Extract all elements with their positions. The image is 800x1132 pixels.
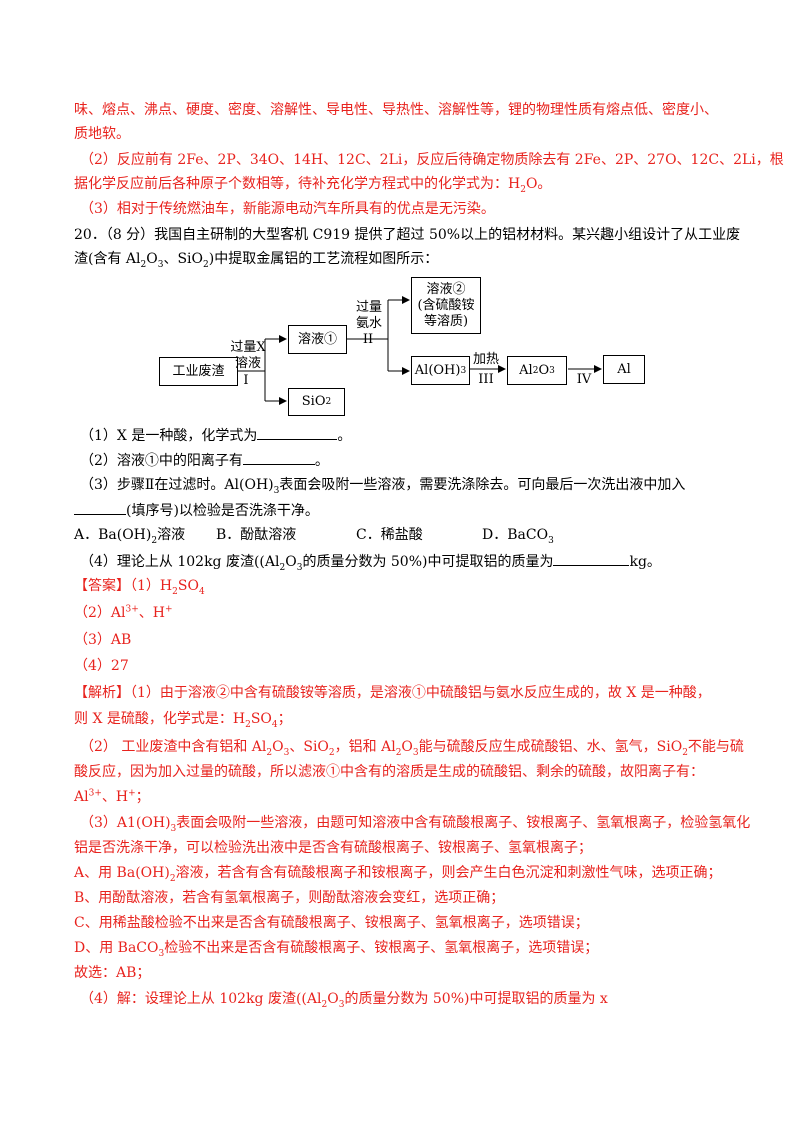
- q19-line1: 味、熔点、沸点、硬度、密度、溶解性、导电性、导热性、溶解性等，锂的物理性质有熔点…: [74, 102, 718, 118]
- analysis-option-b: B、用酚酞溶液，若含有氢氧根离子，则酚酞溶液会变红，选项正确；: [74, 890, 505, 906]
- q19-line2: 质地软。: [74, 126, 130, 142]
- q19-part2-line1: （2）反应前有 2Fe、2P、34O、14H、12C、2Li，反应后待确定物质除…: [80, 152, 784, 168]
- ammonia-label: 氨水: [355, 316, 382, 331]
- q20-question-3-line2: (填序号)以检验是否洗涤干净。: [74, 500, 319, 521]
- aluminium-hydroxide-box: Al(OH)3: [411, 356, 470, 385]
- q20-stem-line2: 渣(含有 Al2O3、SiO2)中提取金属铝的工艺流程如图所示：: [74, 251, 439, 270]
- step-1-label: I: [243, 373, 249, 388]
- q20-question-3-line1: （3）步骤Ⅱ在过滤时。Al(OH)3表面会吸附一些溶液，需要洗涤除去。可向最后一…: [80, 477, 686, 496]
- option-c: C．稀盐酸: [356, 527, 423, 543]
- step-4-label: IV: [576, 372, 592, 387]
- analysis-2-line1: （2） 工业废渣中含有铝和 Al2O3、SiO2，铝和 Al2O3能与硫酸反应生…: [80, 739, 744, 758]
- heat-label: 加热: [472, 352, 499, 367]
- reagent-x-solution-label: 溶液: [234, 356, 261, 371]
- analysis-4-line1: （4）解：设理论上从 102kg 废渣((Al2O3的质量分数为 50%)中可提…: [80, 991, 608, 1010]
- analysis-choose: 故选：AB；: [74, 965, 151, 981]
- step-3-label: III: [478, 372, 494, 387]
- analysis-1-line2: 则 X 是硫酸，化学式是：H2SO4；: [74, 711, 292, 730]
- option-b: B．酚酞溶液: [216, 527, 297, 543]
- analysis-2-line3: Al3+、H+；: [74, 788, 150, 805]
- reagent-x-label: 过量X: [230, 340, 266, 355]
- option-d: D．BaCO3: [482, 527, 554, 546]
- q20-question-4: （4）理论上从 102kg 废渣((Al2O3的质量分数为 50%)中可提取铝的…: [80, 551, 661, 572]
- option-a: A．Ba(OH)2溶液: [74, 527, 186, 546]
- analysis-option-c: C、用稀盐酸检验不出来是否含有硫酸根离子、铵根离子、氢氧根离子，选项错误；: [74, 915, 589, 931]
- flow-arrows: [237, 296, 602, 405]
- aluminium-box: Al: [603, 355, 645, 384]
- answer-2: （2）Al3+、H+: [74, 604, 173, 621]
- q19-part3: （3）相对于传统燃油车，新能源电动汽车所具有的优点是无污染。: [80, 201, 495, 217]
- analysis-3-line2: 铝是否洗涤干净，可以检验洗出液中是否含有硫酸根离子、铵根离子、氢氧根离子；: [74, 840, 592, 856]
- q19-part2-line2: 据化学反应前后各种原子个数相等，待补充化学方程式中的化学式为：H2O。: [74, 176, 552, 195]
- analysis-2-line2: 酸反应，因为加入过量的硫酸，所以滤液①中含有的溶质是生成的硫酸铝、剩余的硫酸，故…: [74, 764, 704, 780]
- ammonia-excess-label: 过量: [355, 300, 382, 315]
- q20-question-2: （2）溶液①中的阳离子有。: [80, 450, 329, 471]
- answer-1: 【答案】（1）H2SO4: [74, 578, 205, 597]
- q20-question-1: （1）X 是一种酸，化学式为。: [80, 425, 351, 446]
- analysis-1-line1: 【解析】（1）由于溶液②中含有硫酸铵等溶质，是溶液①中硫酸铝与氨水反应生成的，故…: [74, 685, 711, 701]
- answer-4: （4）27: [74, 658, 129, 674]
- analysis-option-a: A、用 Ba(OH)2溶液，若含有含有硫酸根离子和铵根离子，则会产生白色沉淀和刺…: [74, 865, 722, 884]
- q20-options: A．Ba(OH)2溶液 B．酚酞溶液 C．稀盐酸 D．BaCO3: [74, 525, 554, 546]
- analysis-3-line1: （3）A1(OH)3表面会吸附一些溶液，由题可知溶液中含有硫酸根离子、铵根离子、…: [80, 815, 751, 834]
- waste-residue-box: 工业废渣: [159, 357, 238, 386]
- answer-3: （3）AB: [74, 632, 132, 648]
- solution-2-box: 溶液② (含硫酸铵 等溶质): [411, 277, 481, 334]
- analysis-option-d: D、用 BaCO3检验不出来是否含有硫酸根离子、铵根离子、氢氧根离子，选项错误；: [74, 940, 599, 959]
- step-2-label: II: [362, 332, 374, 347]
- solution-1-box: 溶液①: [288, 325, 347, 354]
- q20-stem-line1: 20．（8 分）我国自主研制的大型客机 C919 提供了超过 50%以上的铝材材…: [74, 227, 741, 243]
